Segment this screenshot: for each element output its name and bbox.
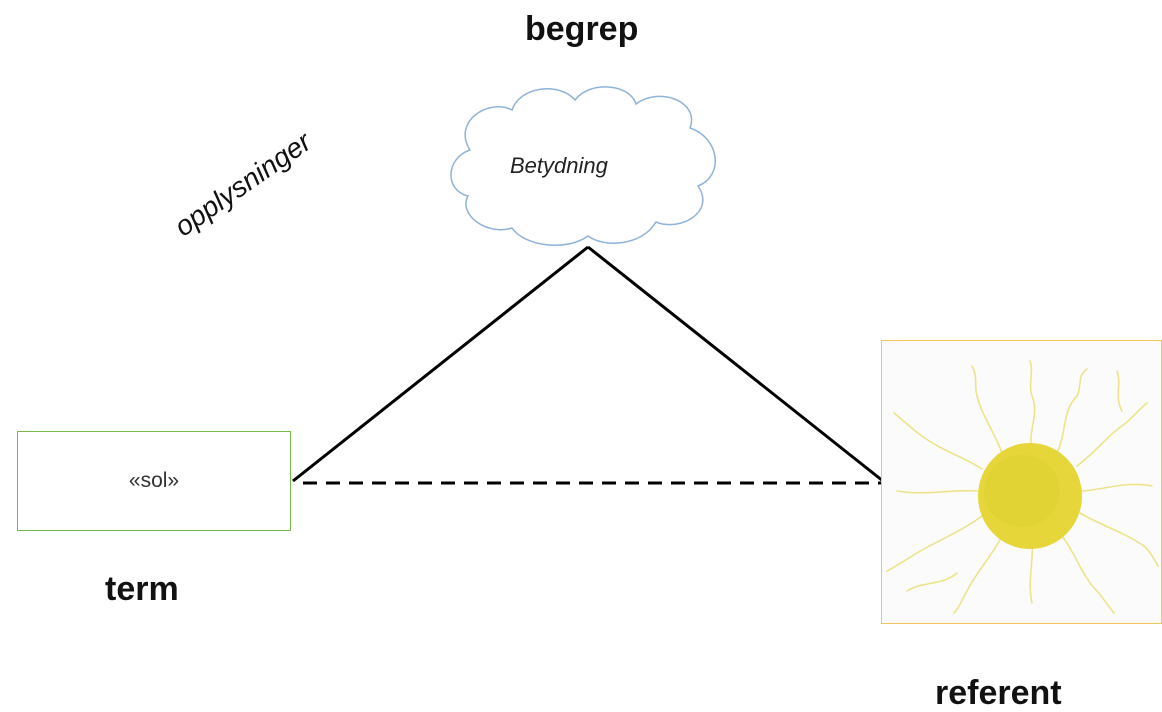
begrep-label: begrep	[525, 10, 639, 48]
cloud-shape	[450, 86, 716, 247]
line-term-to-begrep	[292, 245, 589, 483]
cloud-label: Betydning	[510, 153, 608, 178]
referent-sun-image	[881, 340, 1162, 624]
term-box: «sol»	[17, 431, 291, 531]
term-label: term	[105, 570, 179, 608]
referent-label: referent	[935, 674, 1062, 712]
line-begrep-to-referent	[587, 245, 884, 483]
term-text: «sol»	[128, 469, 180, 492]
sun-drawing	[886, 360, 1159, 614]
